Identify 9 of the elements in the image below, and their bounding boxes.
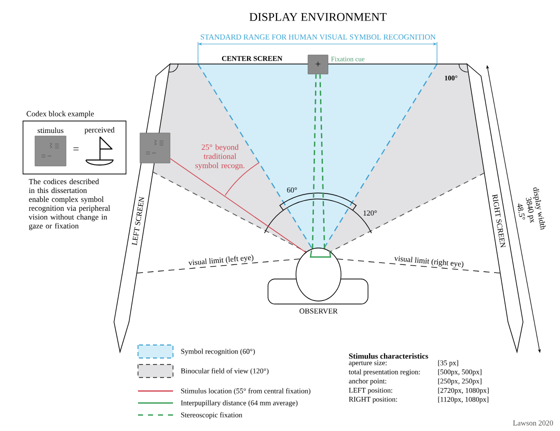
- sight-line: [319, 74, 326, 249]
- limit-line: [336, 258, 501, 274]
- limit-line: [136, 258, 300, 274]
- stimulus-picture: [140, 132, 170, 164]
- equals-sign: =: [73, 148, 79, 150]
- fixation-cue-box: +: [308, 54, 328, 74]
- stimulus-line: [170, 158, 306, 253]
- title: DISPLAY ENVIRONMENT: [250, 13, 387, 21]
- sight-line: [312, 74, 317, 249]
